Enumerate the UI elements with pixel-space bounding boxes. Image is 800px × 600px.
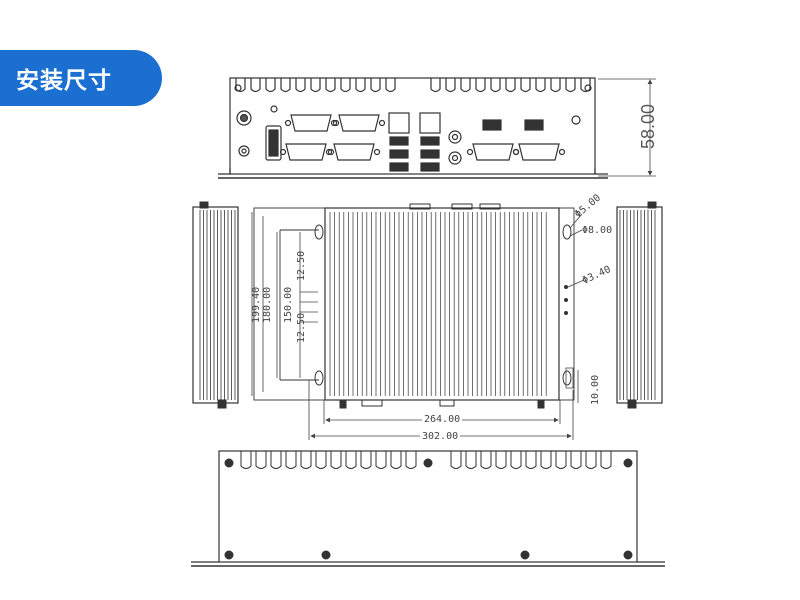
usb-ports-icon [389, 136, 440, 172]
top-view [253, 203, 575, 409]
dim-width-inner: 264.00 [424, 414, 460, 425]
rear-view [191, 450, 665, 567]
screw [321, 550, 331, 560]
dim-mount-outer: 199.40 [251, 287, 262, 323]
height-label: 58.00 [638, 104, 658, 149]
dim-width-outer: 302.00 [422, 431, 458, 442]
slot-dimension [565, 367, 579, 403]
left-side-view [192, 201, 239, 409]
com-ports [279, 114, 566, 161]
dim-offset-bottom: 12.50 [296, 313, 307, 343]
front-panel-outline [229, 77, 596, 175]
power-button-icon [236, 110, 252, 126]
left-flange [218, 168, 231, 175]
section-title: 安装尺寸 [16, 68, 112, 94]
antenna-hole [270, 105, 278, 113]
dim-hole-d1: Φ5.00 [573, 193, 603, 221]
lan-port-icon [419, 112, 441, 134]
usb-port-icon [482, 119, 502, 131]
height-dimension: 58.00 [598, 78, 658, 177]
audio-jack-icon [448, 151, 462, 165]
front-view [218, 77, 608, 179]
dim-hole-d2: Φ8.00 [582, 225, 612, 236]
hole-leaders [567, 213, 585, 288]
dc-jack-icon [238, 145, 250, 157]
dim-mount-mid: 180.00 [262, 287, 273, 323]
audio-jack-icon [448, 130, 462, 144]
usb-port-icon [524, 119, 544, 131]
screw [520, 550, 530, 560]
screw [623, 550, 633, 560]
screw [423, 458, 433, 468]
lan-port-icon [388, 112, 410, 134]
screw [224, 458, 234, 468]
section-title-badge: 安装尺寸 [0, 50, 162, 106]
dim-slot: 10.00 [590, 375, 601, 405]
dim-mount-inner: 150.00 [283, 287, 294, 323]
fin-notches-top [235, 78, 591, 93]
right-flange [594, 168, 608, 175]
screw [234, 84, 242, 92]
dim-hole-d3: Φ3.40 [581, 264, 613, 287]
screw [584, 84, 592, 92]
dim-offset-top: 12.50 [296, 251, 307, 281]
right-side-view [616, 201, 663, 409]
screw [224, 550, 234, 560]
screw [623, 458, 633, 468]
vertical-dimensions [251, 212, 318, 396]
hdmi-port-icon [265, 125, 282, 161]
antenna-connector-icon [571, 115, 581, 125]
